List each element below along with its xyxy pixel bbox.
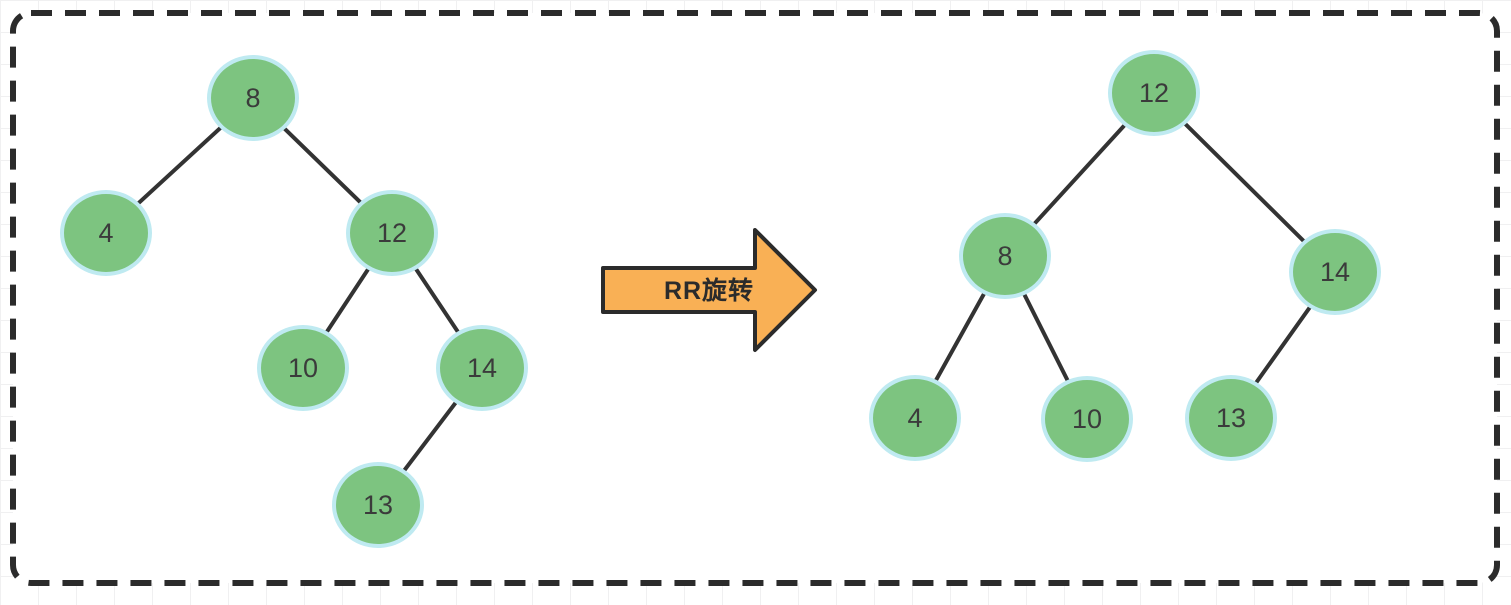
- arrow-label: RR旋转: [663, 277, 755, 305]
- tree-node-before-rotation-13: 13: [332, 462, 424, 548]
- tree-node-after-rotation-4: 4: [869, 375, 961, 461]
- rr-rotation-arrow: [601, 228, 817, 352]
- tree-node-after-rotation-13: 13: [1185, 375, 1277, 461]
- tree-node-before-rotation-8: 8: [207, 55, 299, 141]
- tree-node-before-rotation-14: 14: [436, 325, 528, 411]
- tree-node-before-rotation-4: 4: [60, 190, 152, 276]
- tree-node-before-rotation-12: 12: [346, 190, 438, 276]
- tree-node-after-rotation-12: 12: [1108, 50, 1200, 136]
- tree-node-before-rotation-10: 10: [257, 325, 349, 411]
- tree-node-after-rotation-10: 10: [1041, 376, 1133, 462]
- tree-node-after-rotation-8: 8: [959, 213, 1051, 299]
- tree-node-after-rotation-14: 14: [1289, 229, 1381, 315]
